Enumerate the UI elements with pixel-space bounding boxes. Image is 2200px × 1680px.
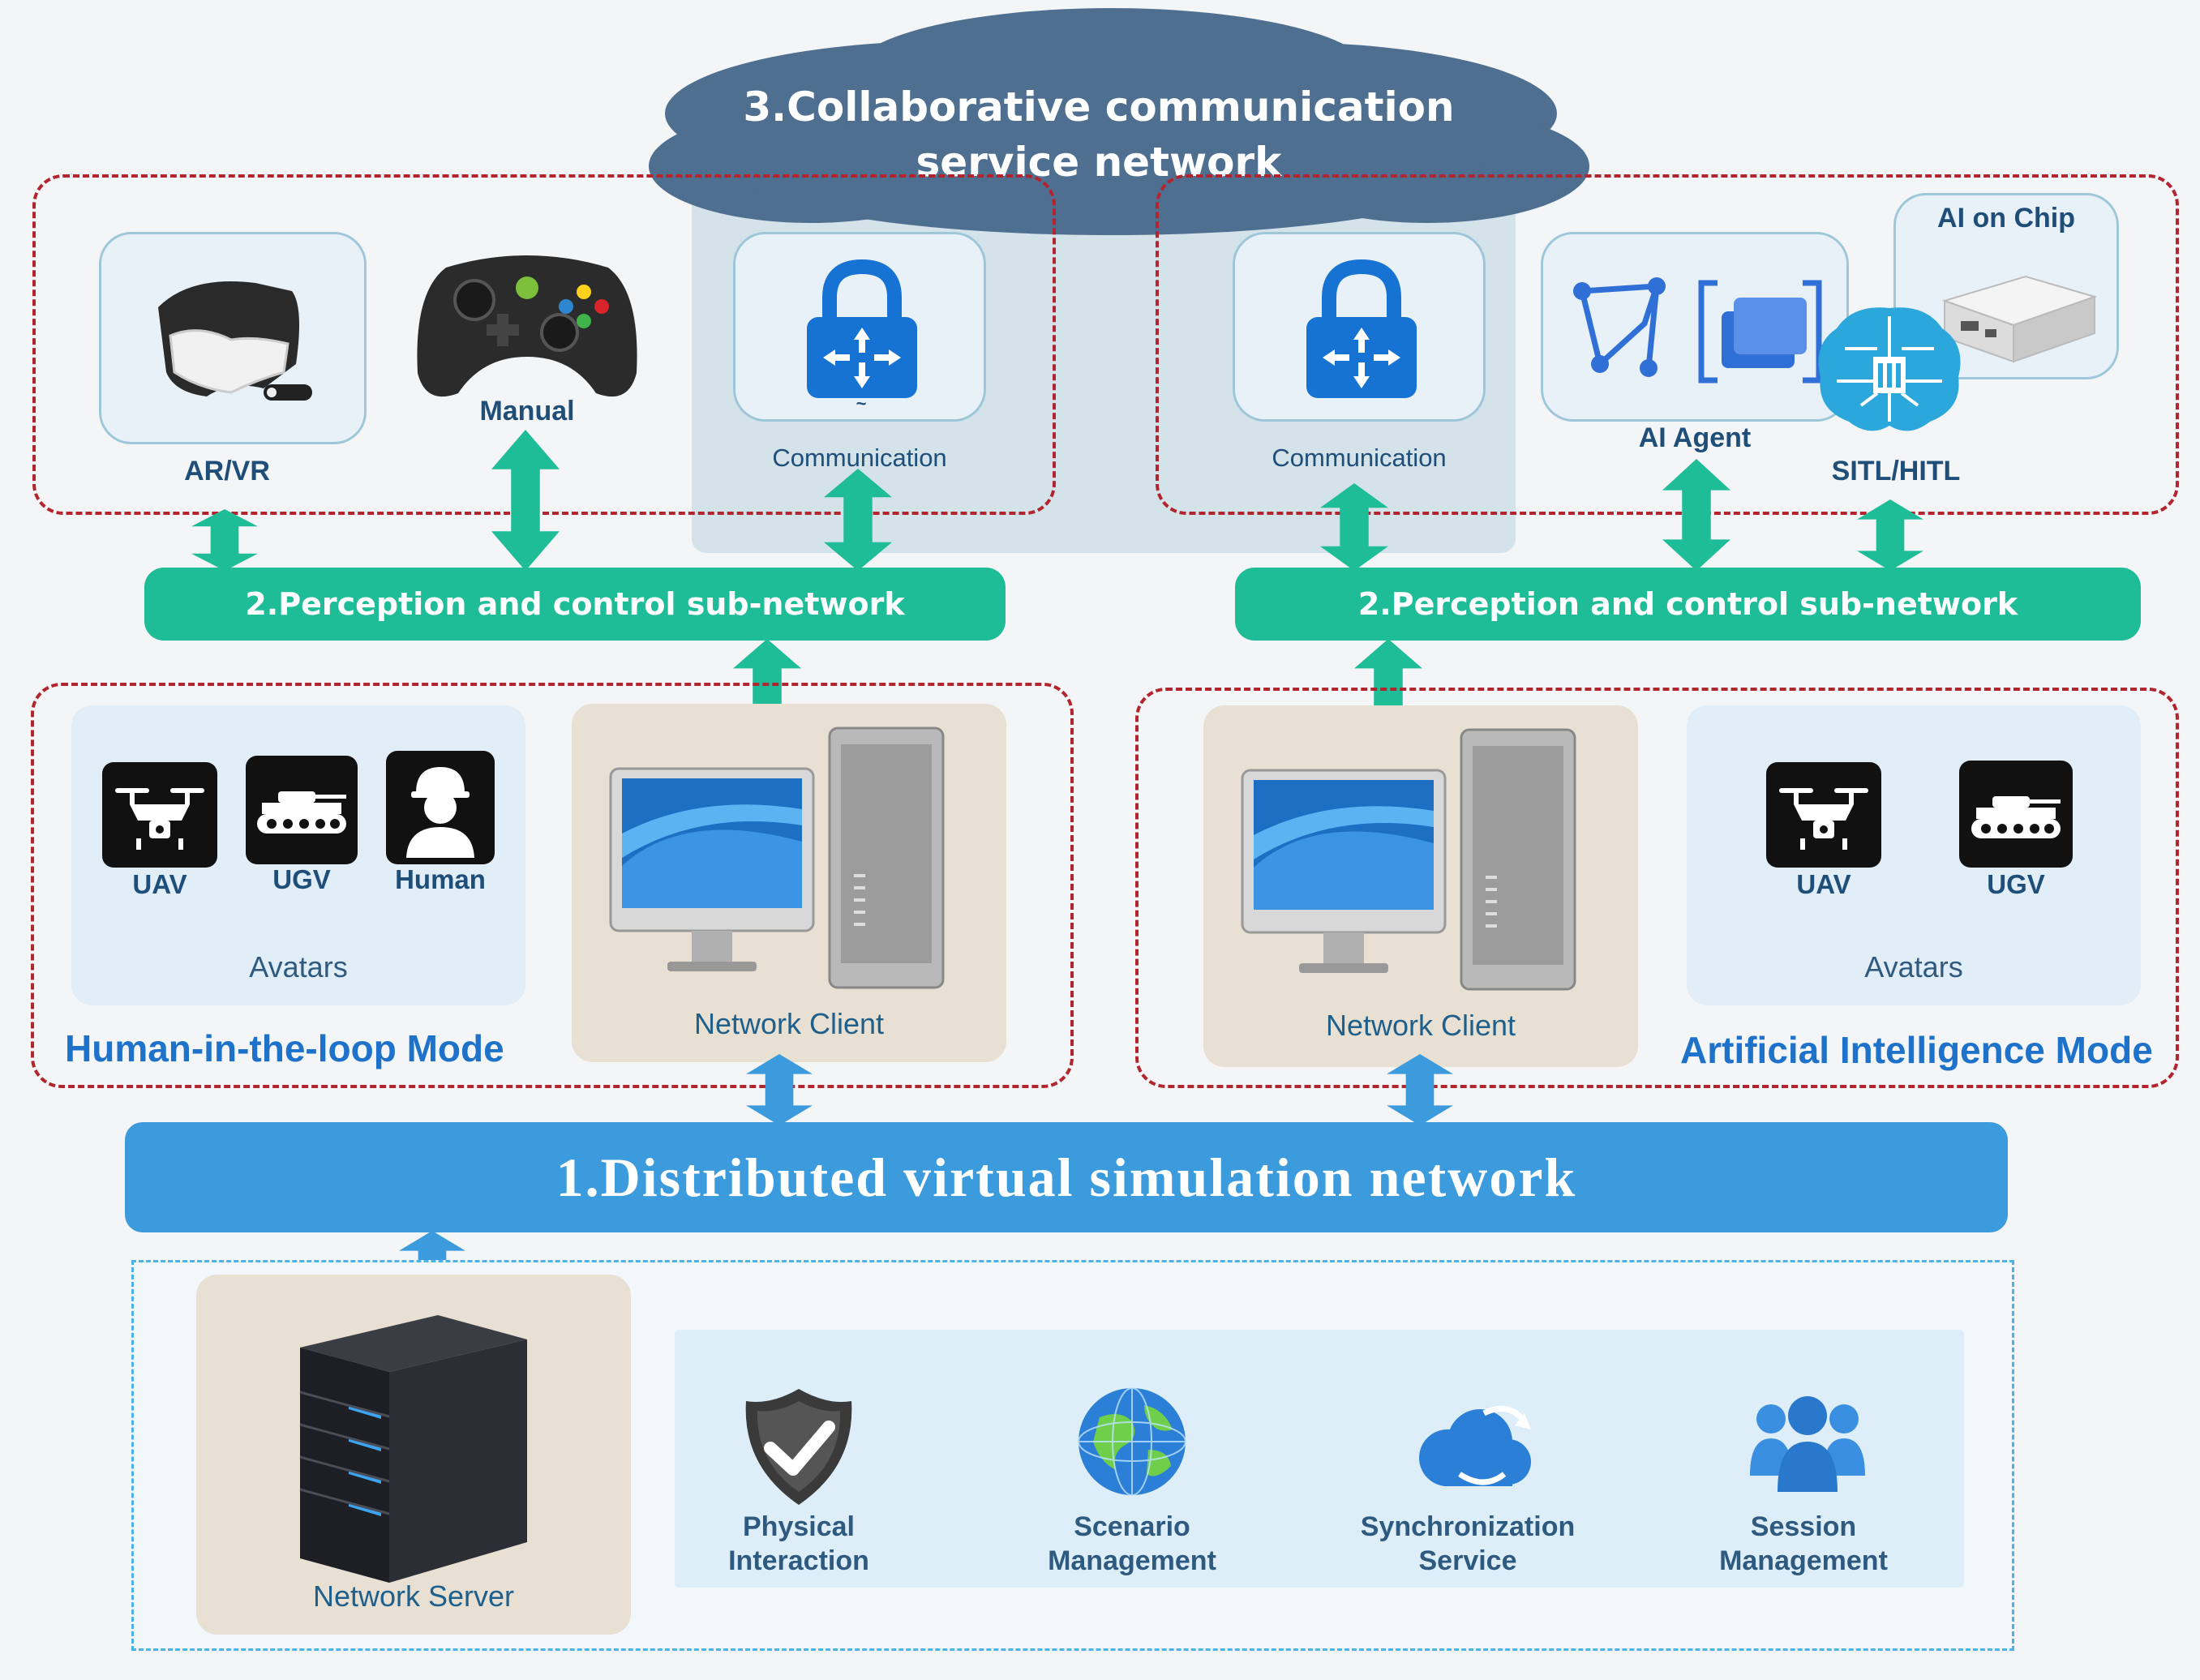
uav-icon-ai — [1766, 762, 1881, 868]
network-server-panel: Network Server — [196, 1275, 631, 1635]
manual-label: Manual — [479, 396, 575, 426]
human-in-the-loop-mode-title: Human-in-the-loop Mode — [65, 1027, 504, 1069]
service-3-line2: Service — [1418, 1545, 1517, 1576]
vr-headset-icon — [158, 281, 312, 401]
human-avatars-label: Avatars — [249, 950, 348, 984]
ai-network-client-label: Network Client — [1325, 1009, 1516, 1042]
ugv-icon — [246, 756, 358, 864]
cloud-sync-icon — [1419, 1405, 1531, 1486]
lock-router-icon — [807, 259, 917, 398]
tank-glyph — [257, 791, 346, 834]
cloud-title-line1: 3.Collaborative communication — [743, 84, 1455, 131]
cloud-title-line2: service network — [916, 139, 1282, 186]
comm-caption: ~ — [856, 393, 867, 414]
desktop-computer-icon-ai — [1241, 728, 1576, 991]
communication-card-right[interactable] — [1233, 232, 1486, 422]
service-scenario-management: Scenario Management — [1010, 1510, 1254, 1578]
sitl-hitl-label: SITL/HITL — [1831, 456, 1961, 486]
service-3-line1: Synchronization — [1360, 1511, 1576, 1542]
perception-bar-right: 2.Perception and control sub-network — [1235, 568, 2141, 641]
arvr-label: AR/VR — [184, 456, 270, 486]
tank-glyph-ai — [1971, 796, 2061, 838]
service-1-line2: Interaction — [728, 1545, 869, 1576]
network-server-label: Network Server — [312, 1579, 515, 1613]
ai-on-chip-label: AI on Chip — [1937, 203, 2075, 234]
gamepad-icon[interactable] — [414, 243, 641, 405]
service-2-line1: Scenario — [1074, 1511, 1190, 1542]
ai-agent-label: AI Agent — [1638, 422, 1752, 453]
globe-icon — [1078, 1387, 1186, 1496]
server-rack-icon — [299, 1315, 527, 1583]
service-synchronization: Synchronization Service — [1346, 1510, 1589, 1578]
service-4-line1: Session — [1750, 1511, 1857, 1542]
uav-label: UAV — [132, 869, 187, 899]
perception-bar-left-label: 2.Perception and control sub-network — [245, 586, 905, 622]
human-avatars-panel: UAV UGV Human Avatars — [71, 705, 525, 1005]
communication-card-left[interactable]: ~ — [733, 232, 986, 422]
communication-label-left: Communication — [772, 444, 947, 472]
human-network-client-label: Network Client — [693, 1007, 885, 1040]
cloud-title: 3.Collaborative communication service ne… — [649, 79, 1549, 190]
desktop-computer-icon — [609, 726, 945, 989]
drone-glyph — [115, 788, 204, 850]
distributed-network-label: 1.Distributed virtual simulation network — [555, 1146, 1577, 1208]
ai-agent-icon — [1573, 277, 1822, 384]
drone-glyph-ai — [1779, 788, 1868, 850]
service-4-line2: Management — [1719, 1545, 1888, 1576]
top-right-dashed-group — [1156, 174, 2179, 515]
users-icon — [1750, 1396, 1865, 1492]
service-physical-interaction: Physical Interaction — [677, 1510, 920, 1578]
chip-device-icon — [1941, 275, 2098, 363]
ai-avatars-label: Avatars — [1864, 950, 1963, 984]
ai-brain-icon[interactable] — [1812, 300, 1966, 438]
uav-label-ai: UAV — [1796, 869, 1851, 899]
communication-label-right: Communication — [1272, 444, 1447, 472]
ugv-label-ai: UGV — [1987, 869, 2045, 899]
service-2-line2: Management — [1048, 1545, 1216, 1576]
service-1-line1: Physical — [743, 1511, 855, 1542]
human-icon — [386, 751, 495, 864]
ugv-icon-ai — [1959, 761, 2073, 868]
ai-mode-group — [1135, 688, 2179, 1088]
services-panel: Physical Interaction Scenario Management… — [675, 1330, 1964, 1588]
service-session-management: Session Management — [1682, 1510, 1925, 1578]
perception-bar-left: 2.Perception and control sub-network — [144, 568, 1006, 641]
ai-network-client-panel: Network Client — [1203, 705, 1638, 1067]
cloud-shape — [649, 8, 1589, 235]
worker-glyph — [406, 767, 474, 858]
human-label: Human — [395, 864, 486, 894]
ai-mode-title: Artificial Intelligence Mode — [1680, 1029, 2153, 1071]
top-left-dashed-group — [32, 174, 1056, 515]
shield-check-icon — [745, 1389, 852, 1505]
uav-icon — [102, 762, 217, 868]
distributed-network-bar: 1.Distributed virtual simulation network — [125, 1122, 2008, 1232]
ai-avatars-panel: UAV UGV Avatars — [1687, 705, 2141, 1005]
human-in-the-loop-group — [31, 683, 1074, 1088]
lock-router-icon-right — [1306, 259, 1417, 398]
ugv-label: UGV — [272, 864, 331, 894]
arvr-card[interactable] — [99, 232, 367, 444]
perception-bar-right-label: 2.Perception and control sub-network — [1357, 586, 2018, 622]
human-network-client-panel: Network Client — [572, 704, 1006, 1062]
